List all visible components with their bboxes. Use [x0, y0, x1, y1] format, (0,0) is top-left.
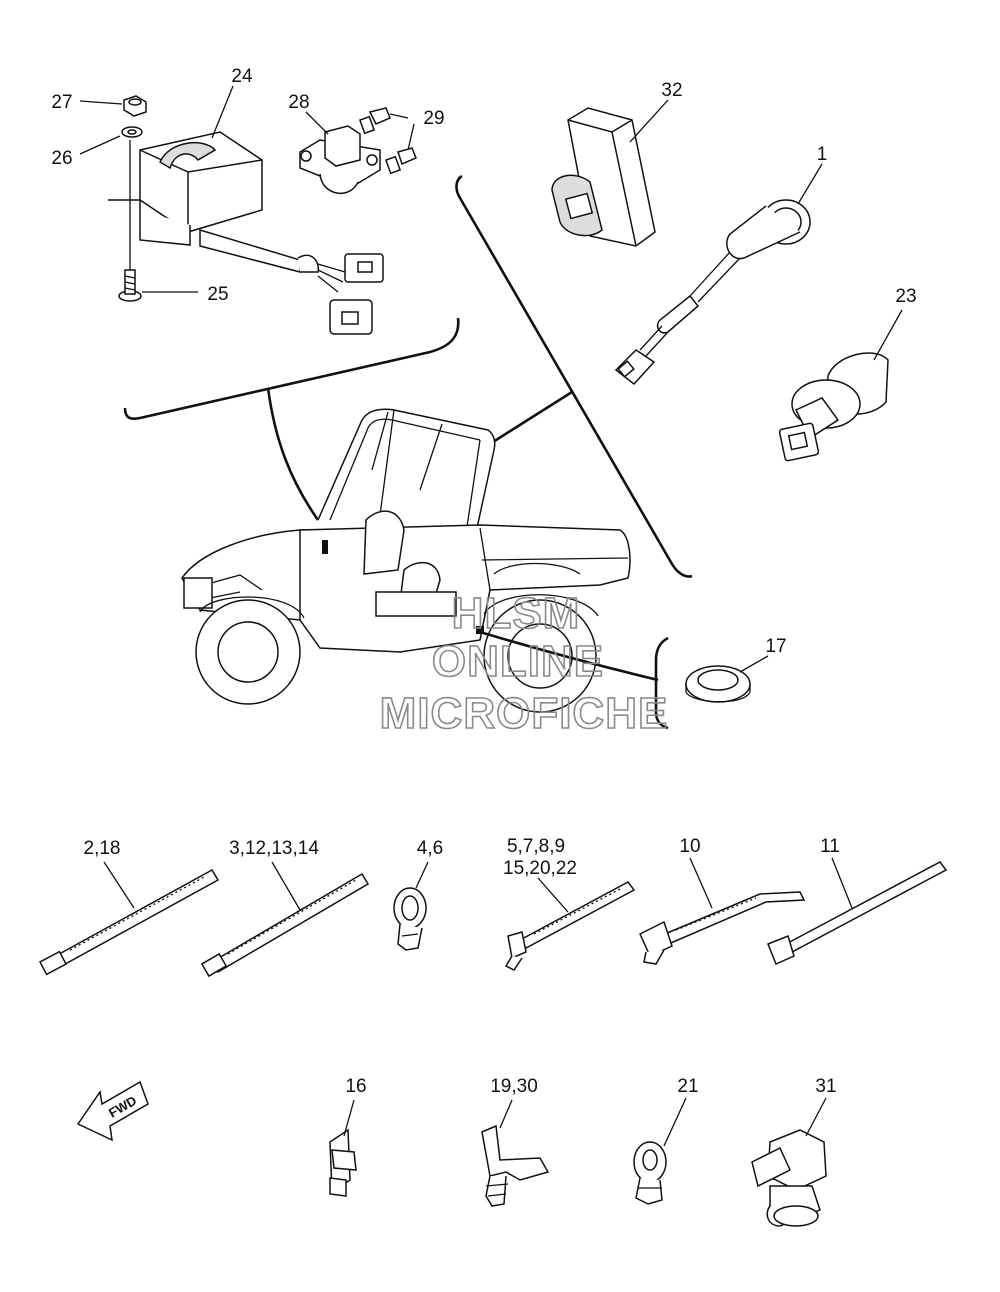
callout-16: 16: [345, 1076, 366, 1097]
harness-clip-round: [633, 1141, 667, 1205]
callout-32: 32: [661, 80, 682, 101]
leader-19-30: [499, 1099, 513, 1129]
cable-tie-anchor: [504, 881, 636, 971]
cable-clip-ring: [393, 887, 427, 951]
callout-24: 24: [231, 66, 253, 87]
detail-bracket-right: [455, 174, 693, 578]
leader-10: [689, 857, 713, 909]
detail-bracket-grommet: [654, 636, 669, 730]
leader-21: [663, 1097, 687, 1147]
fwd-arrow-icon: FWD: [76, 1080, 149, 1142]
watermark-line-2: ONLINE: [432, 637, 604, 686]
relay-assembly: [108, 131, 384, 335]
watermark-line-1: HLSM: [452, 589, 581, 638]
callout-23: 23: [895, 286, 916, 307]
leader-bracket-to-vehicle: [266, 387, 320, 521]
callout-17: 17: [765, 636, 786, 657]
callout-19-30: 19,30: [490, 1076, 538, 1097]
callout-5-7-8-9: 5,7,8,9: [507, 836, 565, 857]
watermark-line-3: MICROFICHE: [380, 689, 669, 738]
harness-clip-flat: [329, 1128, 357, 1197]
utv-vehicle: [181, 408, 631, 713]
nut: [123, 95, 147, 117]
grommet: [685, 665, 751, 703]
leader-24: [211, 85, 234, 139]
callout-3-12-13-14: 3,12,13,14: [229, 838, 319, 859]
leader-11: [831, 857, 853, 909]
callout-4-6: 4,6: [417, 838, 443, 859]
callout-27: 27: [51, 92, 72, 113]
callout-11: 11: [820, 836, 840, 857]
leader-17: [739, 655, 769, 673]
lean-angle-sensor: [299, 125, 381, 195]
leader-16: [343, 1099, 355, 1137]
leader-3-12-13-14: [271, 861, 301, 911]
callout-2-18: 2,18: [84, 838, 121, 859]
leader-29: [389, 113, 415, 151]
harness-clamp: [751, 1129, 827, 1227]
callout-1: 1: [817, 144, 828, 165]
cable-tie-thin: [767, 861, 948, 966]
leader-23: [873, 309, 903, 361]
callout-15-20-22: 15,20,22: [503, 858, 577, 879]
leader-27: [79, 100, 123, 105]
callout-31: 31: [815, 1076, 836, 1097]
washer: [121, 126, 143, 138]
leader-5-22: [537, 877, 569, 913]
detail-bracket-upper-left: [123, 317, 460, 420]
callout-29: 29: [423, 108, 444, 129]
cable-tie-holder: [639, 891, 806, 965]
connector-switch: [778, 352, 889, 462]
screw: [118, 269, 142, 302]
bolts: [358, 107, 417, 175]
leader-32: [629, 99, 669, 143]
cable-tie-long: [38, 868, 220, 976]
dc-socket: [614, 199, 811, 386]
callout-25: 25: [207, 284, 228, 305]
callout-26: 26: [51, 148, 72, 169]
leader-28: [305, 111, 329, 135]
leader-4-6: [415, 861, 429, 889]
leader-2-18: [103, 861, 135, 909]
switch-panel: [551, 107, 656, 247]
leader-grommet: [479, 630, 659, 682]
callout-10: 10: [679, 836, 700, 857]
leader-1: [797, 163, 823, 205]
harness-clip-hook: [481, 1124, 550, 1207]
leader-26: [79, 135, 121, 155]
leader-31: [805, 1097, 827, 1137]
cable-tie-medium: [200, 872, 370, 978]
callout-21: 21: [677, 1076, 698, 1097]
callout-28: 28: [288, 92, 309, 113]
